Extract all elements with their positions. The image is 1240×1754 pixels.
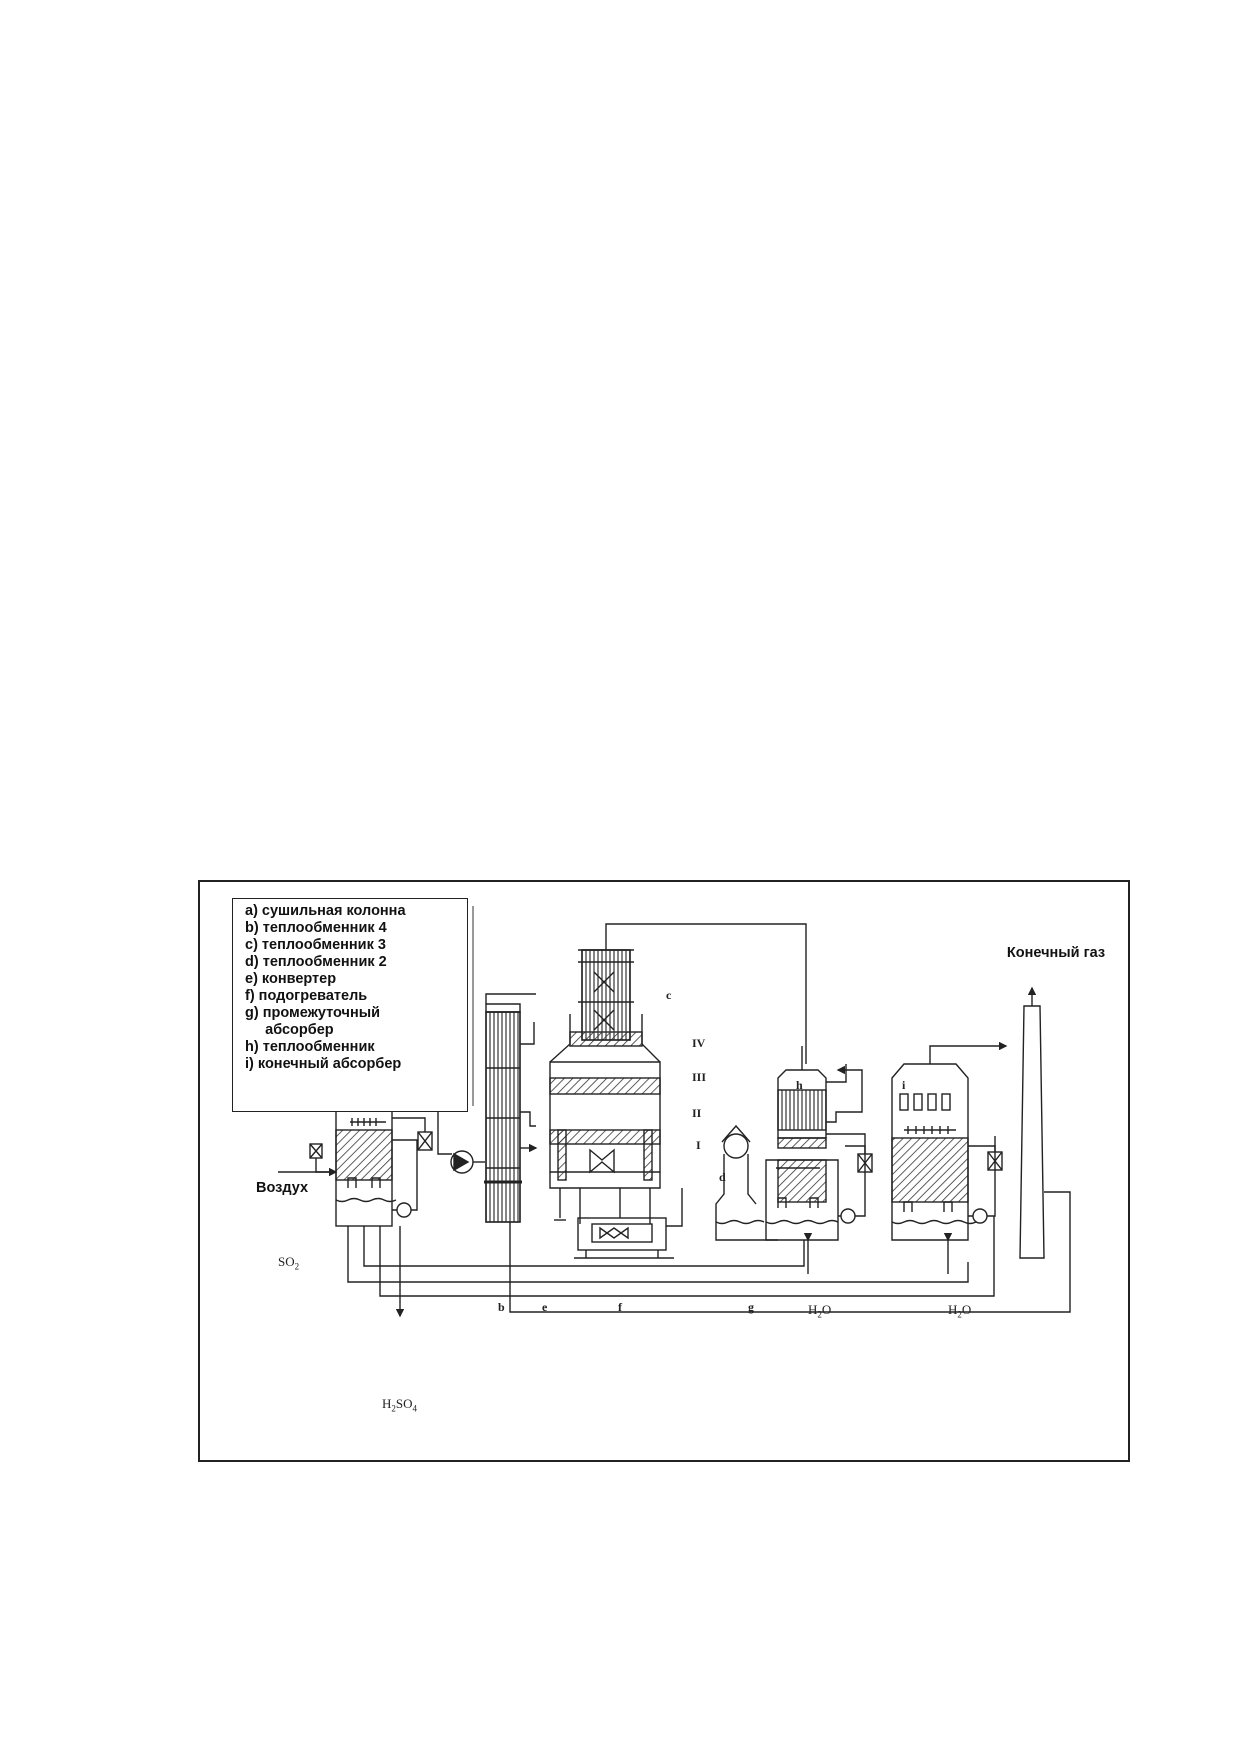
so2-label: SO2 [278,1254,300,1272]
stage-II: II [692,1106,702,1120]
legend-item-g-cont: абсорбер [245,1022,334,1038]
tag-f: f [618,1300,622,1314]
tag-i: i [902,1078,906,1092]
preheater [574,1188,683,1259]
legend-item-c: c) теплообменник 3 [245,937,386,953]
tag-b: b [498,1300,505,1314]
h2so4-label: H2SO4 [382,1396,418,1414]
pump-a [396,1202,412,1218]
h2o-label-g: H2O [808,1302,832,1320]
heat-exchanger-3 [578,923,807,1064]
stage-IV: IV [692,1036,706,1050]
heat-exchanger-h [765,1046,863,1241]
heat-exchanger-4 [484,993,538,1223]
legend-item-a: a) сушильная колонна [245,903,406,919]
legend: a) сушильная колонна b) теплообменник 4 … [232,898,468,1112]
tag-d: d [719,1170,726,1184]
diagram-drawing [278,923,1071,1318]
h2o-label-i: H2O [948,1302,972,1320]
tag-e: e [542,1300,548,1314]
final-absorber [891,1041,1008,1241]
converter [549,1014,661,1224]
tag-c: c [666,988,672,1002]
tag-g: g [748,1300,754,1314]
legend-item-d: d) теплообменник 2 [245,954,387,970]
legend-item-b: b) теплообменник 4 [245,920,387,936]
legend-item-h: h) теплообменник [245,1039,375,1055]
process-flow-diagram: a) сушильная колонна b) теплообменник 4 … [198,880,1130,1462]
stage-III: III [692,1070,707,1084]
stage-I: I [696,1138,701,1152]
final-gas-label: Конечный газ [1006,945,1106,961]
legend-item-i: i) конечный абсорбер [245,1056,402,1072]
legend-item-f: f) подогреватель [245,988,368,1004]
legend-item-e: e) конвертер [245,971,337,987]
tag-h: h [796,1078,803,1092]
stack [1019,1005,1045,1259]
legend-shadow [472,906,474,1106]
air-label: Воздух [256,1180,309,1196]
intermediate-absorber [715,1124,778,1241]
legend-item-g: g) промежуточный [245,1005,380,1021]
